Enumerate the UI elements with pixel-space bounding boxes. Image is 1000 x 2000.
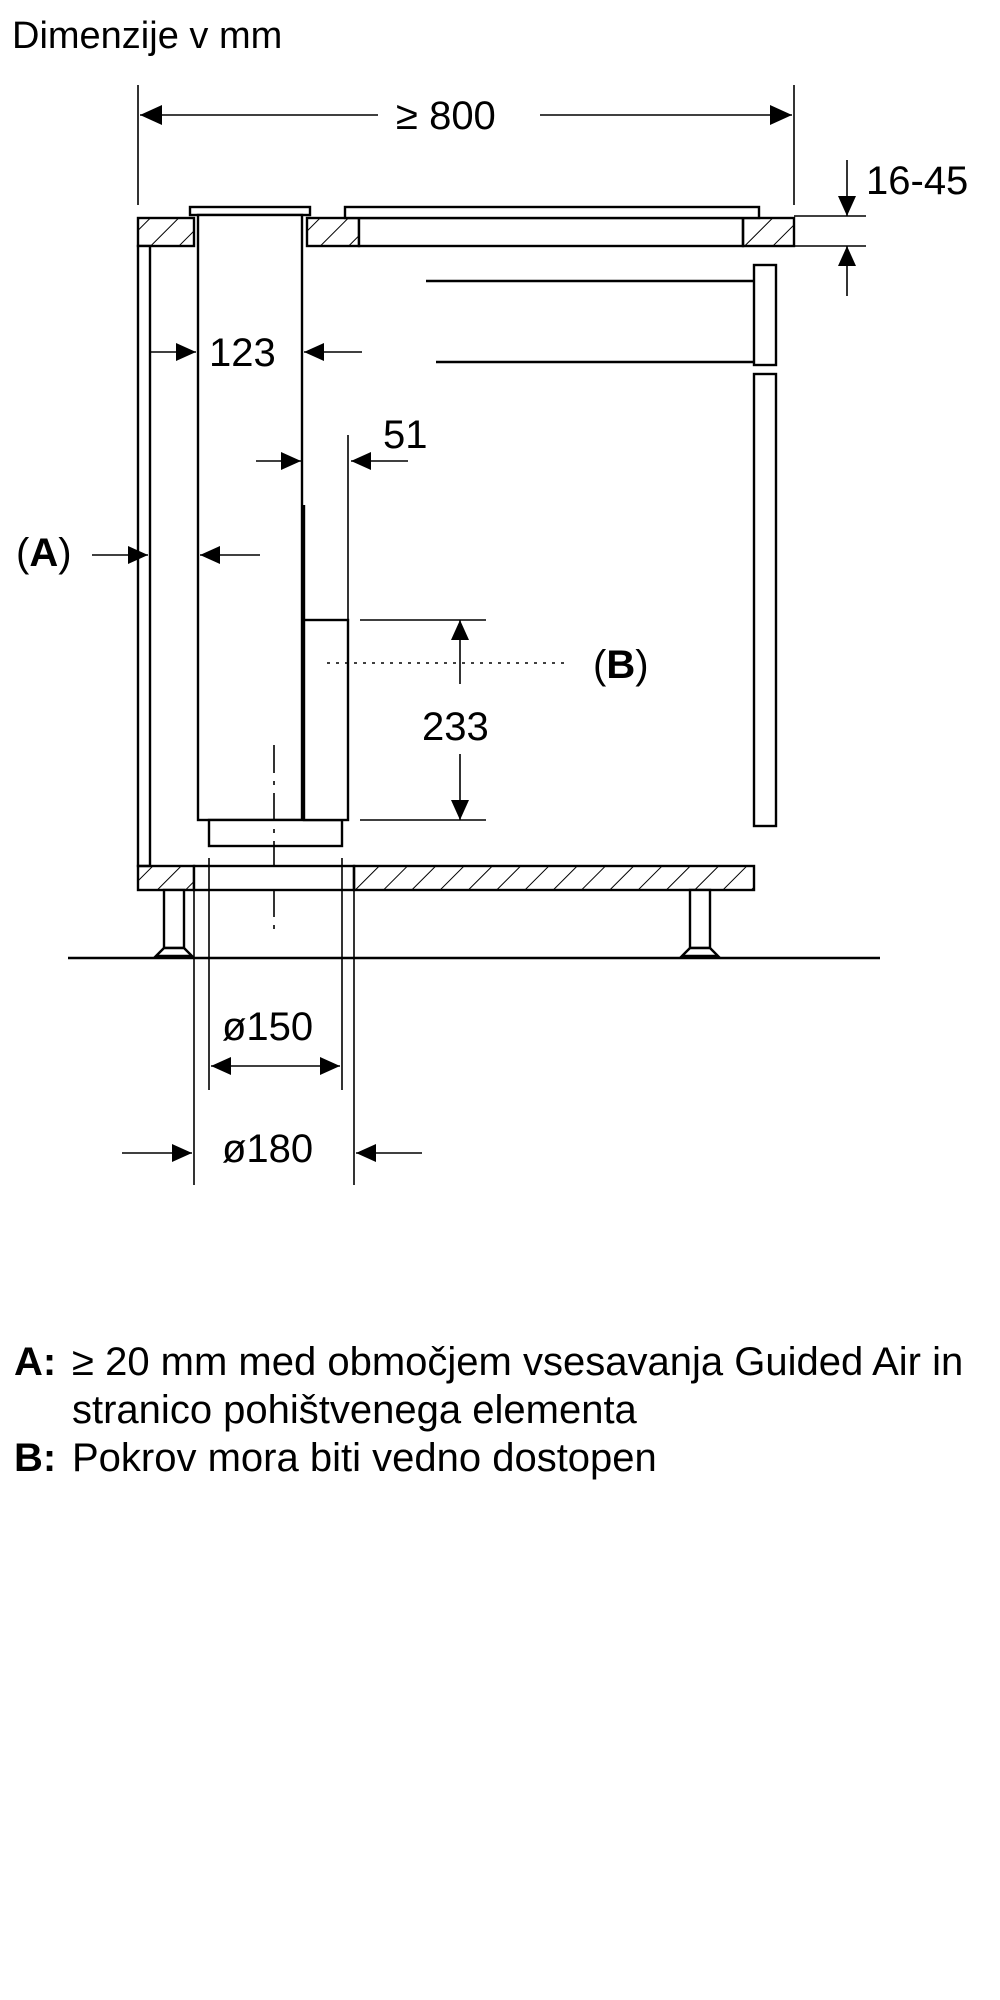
panel-gap-label: 51 [383, 413, 428, 457]
worktop-thickness-label: 16-45 [866, 159, 968, 203]
legend-text-b: Pokrov mora biti vedno dostopen [72, 1436, 657, 1480]
marker-a-letter: A [29, 531, 58, 575]
panel-gap-dimension: 51 [256, 413, 428, 620]
svg-text:(B): (B) [593, 643, 649, 687]
legend-item-a: A: ≥ 20 mm med območjem vsesavanja Guide… [14, 1338, 1000, 1434]
svg-text:(A): (A) [16, 531, 72, 575]
legend-key-b: B: [14, 1436, 57, 1480]
legend-text-a: ≥ 20 mm med območjem vsesavanja Guided A… [72, 1340, 964, 1432]
installation-diagram: Dimenzije v mm ≥ 800 16-45 [12, 15, 968, 1185]
outer-diameter-dimension: ø180 [122, 890, 422, 1185]
marker-b: (B) [327, 643, 649, 687]
cabinet-right-front-lower [752, 372, 778, 828]
worktop-thickness-dimension: 16-45 [794, 159, 968, 296]
legend-key-a: A: [14, 1340, 57, 1384]
diagram-title: Dimenzije v mm [12, 15, 282, 57]
width-dimension: ≥ 800 [137, 85, 795, 205]
inner-diameter-label: ø150 [222, 1005, 313, 1049]
inner-diameter-dimension: ø150 [208, 858, 343, 1090]
duct-clearance-label: 123 [209, 331, 276, 375]
extraction-duct [196, 213, 350, 930]
cover-height-dimension: 233 [360, 619, 489, 821]
worktop [136, 205, 796, 248]
cover-height-label: 233 [422, 705, 489, 749]
legend-item-b: B: Pokrov mora biti vedno dostopen [14, 1434, 1000, 1482]
duct-clearance-dimension: 123 [150, 331, 362, 375]
outer-diameter-label: ø180 [222, 1127, 313, 1171]
cabinet-right-front-upper [752, 263, 778, 367]
legend: A: ≥ 20 mm med območjem vsesavanja Guide… [14, 1338, 1000, 1482]
marker-a: (A) [16, 531, 260, 575]
marker-b-letter: B [606, 643, 635, 687]
cabinet-base [68, 864, 880, 960]
width-label: ≥ 800 [396, 94, 496, 138]
